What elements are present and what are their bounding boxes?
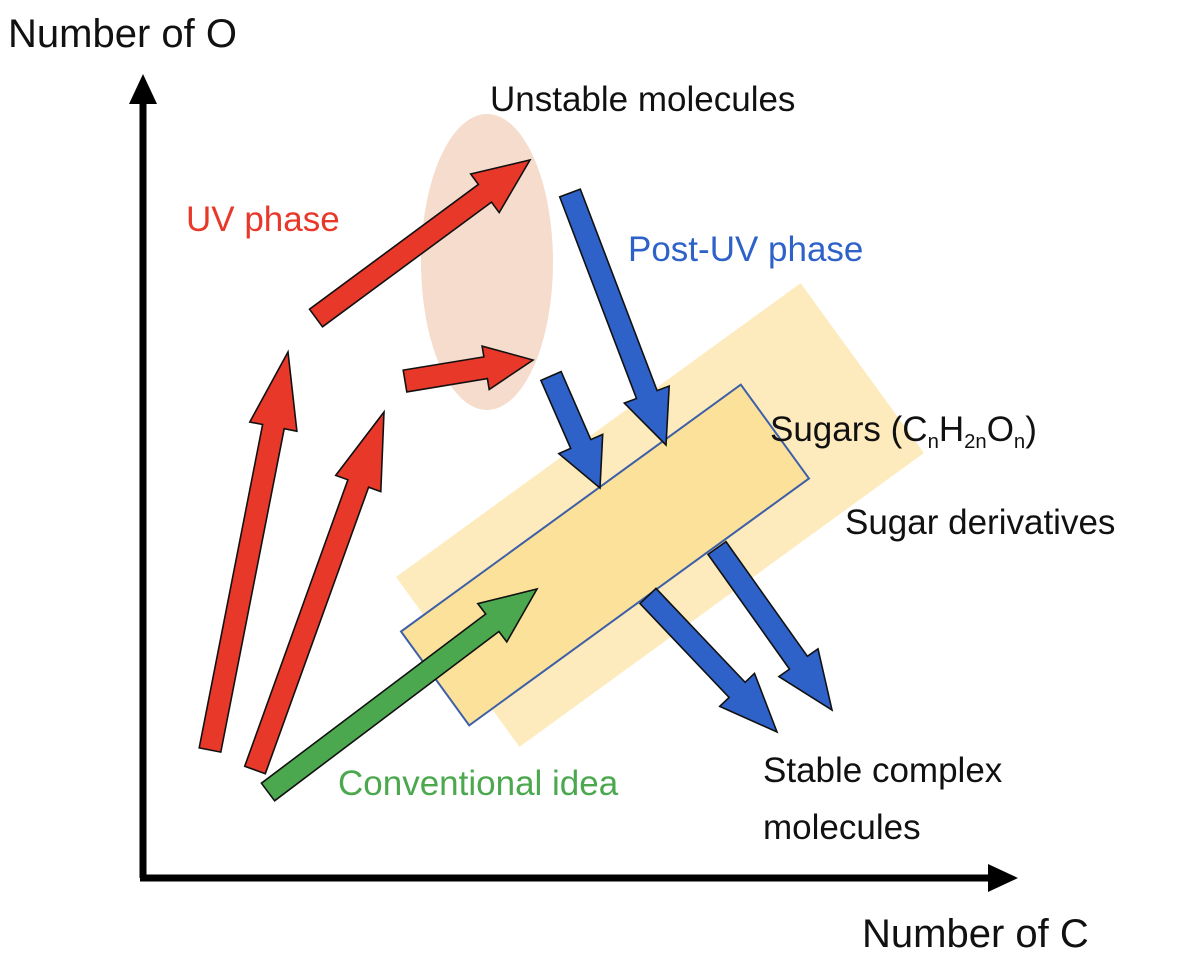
post-uv-arrow-1: [558, 188, 671, 447]
post-uv-arrow-4: [706, 540, 834, 712]
post-uv-phase-label: Post-UV phase: [628, 230, 864, 269]
sugars-formula-o: O: [986, 410, 1014, 449]
uv-phase-label: UV phase: [186, 200, 340, 239]
stable-complex-label-line1: Stable complex: [763, 751, 1003, 790]
sugars-formula-h-sub: 2n: [964, 431, 987, 454]
x-axis-title: Number of C: [862, 912, 1089, 956]
x-axis-arrowhead: [988, 864, 1018, 892]
conventional-arrow: [260, 587, 539, 802]
sugar-derivatives-label: Sugar derivatives: [845, 503, 1116, 542]
stable-complex-label-line2: molecules: [763, 808, 921, 847]
post-uv-arrow-2: [539, 370, 604, 490]
sugars-label-suffix: ): [1025, 410, 1037, 449]
unstable-molecules-region: [421, 114, 553, 410]
y-axis-arrowhead: [129, 74, 157, 104]
uv-arrow-4: [402, 344, 535, 393]
sugars-formula-h: H: [938, 410, 965, 449]
conventional-idea-label: Conventional idea: [338, 764, 619, 803]
unstable-molecules-label: Unstable molecules: [490, 80, 796, 119]
sugars-label: Sugars (CnH2nOn): [770, 410, 1037, 452]
uv-arrow-2: [243, 409, 385, 775]
uv-arrow-3: [308, 158, 532, 328]
y-axis-title: Number of O: [8, 12, 237, 56]
sugars-formula-o-sub: n: [1013, 431, 1026, 454]
sugars-formula-c-sub: n: [927, 431, 939, 454]
post-uv-arrow-3: [638, 587, 779, 734]
uv-arrow-1: [198, 349, 298, 754]
sugars-label-prefix: Sugars (: [770, 410, 903, 449]
sugars-formula-c: C: [902, 410, 928, 449]
arrows-layer: [198, 158, 834, 802]
